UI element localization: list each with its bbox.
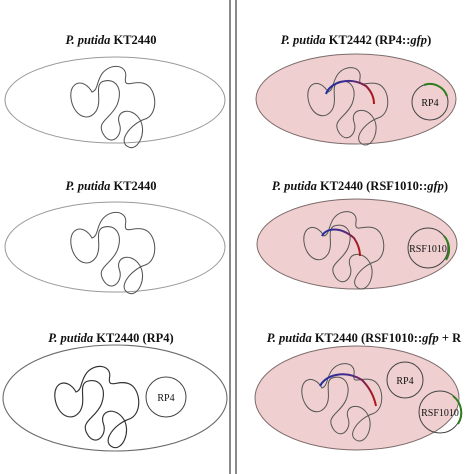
plasmid-label: RSF1010: [421, 408, 459, 419]
cell-panel-left-2: P. putida KT2440: [4, 179, 226, 295]
plasmid-label: RP4: [421, 98, 438, 109]
cell-outline: [4, 56, 226, 144]
cell-panel-right-1: P. putida KT2442 (RP4::gfp) RP4: [255, 33, 457, 146]
gfp-gene: [452, 395, 463, 425]
right-panel-border: [235, 0, 237, 474]
cell-title: P. putida KT2440: [65, 33, 156, 47]
plasmid-label: RSF1010: [409, 244, 447, 255]
cell-title: P. putida KT2440 (RSF1010::gfp): [272, 179, 448, 193]
cell-panel-left-3: P. putida KT2440 (RP4) RP4: [2, 331, 228, 452]
cell-outline: [254, 345, 460, 451]
left-panel-border: [229, 0, 231, 474]
plasmid-rp4: [386, 361, 424, 399]
gfp-gene: [423, 82, 448, 97]
cell-outline: [4, 201, 226, 293]
plasmid-label: RP4: [157, 393, 174, 404]
cell-title: P. putida KT2440: [65, 179, 156, 193]
plasmid-label: RP4: [396, 376, 413, 387]
gfp-insert-chromosome: [325, 79, 375, 105]
cell-outline: [255, 53, 457, 145]
cell-title: P. putida KT2440 (RSF1010::gfp + R: [267, 331, 462, 345]
cell-panel-left-1: P. putida KT2440: [4, 33, 226, 149]
cell-title: P. putida KT2442 (RP4::gfp): [281, 33, 431, 47]
cell-panel-right-2: P. putida KT2440 (RSF1010::gfp) RSF1010: [256, 179, 458, 290]
cell-title: P. putida KT2440 (RP4): [48, 331, 173, 345]
gfp-insert-chromosome: [321, 228, 361, 257]
gfp-insert-chromosome: [319, 373, 377, 407]
cell-panel-right-3: P. putida KT2440 (RSF1010::gfp + R RP4 R…: [254, 331, 463, 451]
cell-outline: [2, 344, 228, 452]
plasmid-rp4: [145, 376, 187, 418]
gfp-gene: [443, 235, 451, 261]
plasmid-rsf1010: [407, 227, 449, 269]
